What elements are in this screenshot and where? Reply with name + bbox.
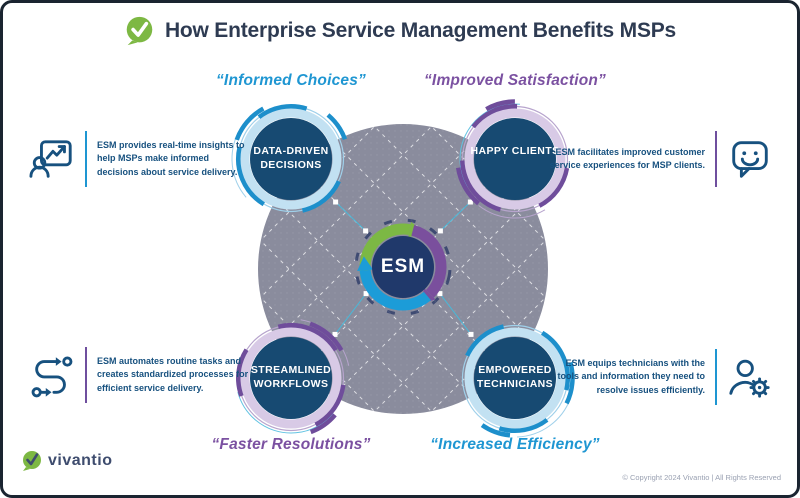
- esm-center-label: ESM: [380, 256, 426, 277]
- happy-client-chat-icon: [732, 141, 768, 178]
- callout-insights: ESM provides real-time insights to help …: [29, 131, 249, 187]
- callout-divider: [715, 349, 717, 405]
- callout-automation: ESM automates routine tasks and creates …: [29, 347, 249, 403]
- automated-workflow-icon: [31, 356, 73, 398]
- node-label-empowered-technicians: EMPOWERED TECHNICIANS: [476, 364, 554, 390]
- callout-divider: [85, 347, 87, 403]
- footer-brand-name: vivantio: [48, 452, 113, 469]
- node-label-streamlined-workflows: STREAMLINED WORKFLOWS: [250, 364, 332, 390]
- callout-text: ESM automates routine tasks and creates …: [97, 355, 249, 393]
- callout-happy-clients: ESM facilitates improved customer servic…: [547, 131, 773, 187]
- insights-presentation-icon: [29, 140, 72, 178]
- node-label-happy-clients: HAPPY CLIENTS: [470, 145, 560, 157]
- quote-improved-satisfaction: “Improved Satisfaction”: [423, 72, 607, 89]
- callout-text: ESM provides real-time insights to help …: [97, 139, 245, 177]
- callout-technicians: ESM equips technicians with the tools an…: [547, 349, 773, 405]
- vivantio-logo-icon: [126, 16, 153, 46]
- quote-faster-resolutions: “Faster Resolutions”: [211, 436, 371, 453]
- callout-divider: [715, 131, 717, 187]
- page-title: How Enterprise Service Management Benefi…: [164, 18, 677, 42]
- vivantio-footer-logo-icon: [23, 451, 41, 471]
- quote-increased-efficiency: “Increased Efficiency”: [430, 436, 600, 453]
- callout-divider: [85, 131, 87, 187]
- technician-gear-icon: [729, 359, 770, 398]
- callout-text: ESM facilitates improved customer servic…: [549, 146, 705, 171]
- copyright-text: © Copyright 2024 Vivantio | All Rights R…: [622, 473, 781, 482]
- callout-text: ESM equips technicians with the tools an…: [557, 357, 705, 395]
- quote-informed-choices: “Informed Choices”: [215, 72, 366, 89]
- footer-brand: vivantio: [21, 450, 112, 472]
- node-label-data-driven-decisions: DATA-DRIVEN DECISIONS: [253, 145, 329, 171]
- header: How Enterprise Service Management Benefi…: [3, 15, 797, 46]
